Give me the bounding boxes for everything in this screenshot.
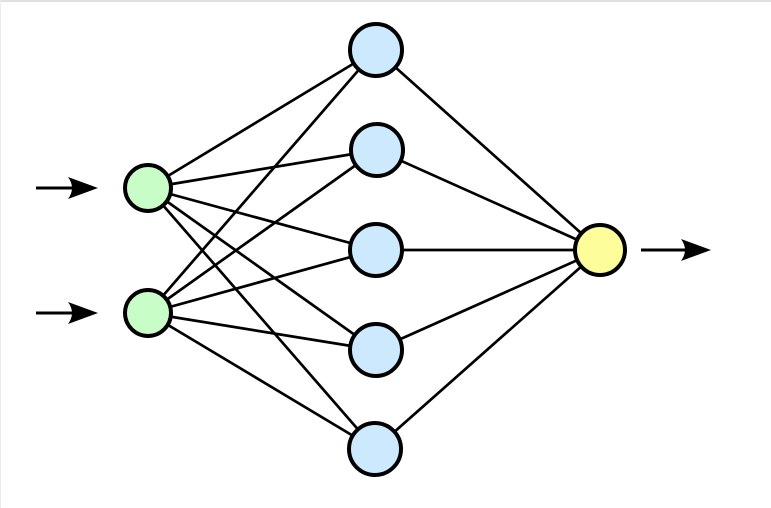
- edge-h4-out1: [375, 248, 601, 352]
- input-arrow-1-icon: [36, 177, 98, 199]
- input-node-1: [123, 163, 173, 213]
- edge-h1-out1: [375, 48, 601, 252]
- hidden-node-3: [348, 222, 404, 278]
- edge-in2-h2: [147, 148, 378, 315]
- edge-in1-h2: [147, 148, 378, 190]
- arrow-head: [68, 177, 98, 199]
- edge-h5-out1: [374, 248, 601, 451]
- input-node-2: [123, 288, 173, 338]
- hidden-node-2: [349, 122, 405, 178]
- edge-h2-out1: [376, 148, 601, 252]
- arrow-head: [68, 302, 98, 324]
- edge-in1-h4: [147, 186, 377, 352]
- output-node-1: [573, 223, 627, 277]
- edge-in1-h1: [147, 48, 377, 190]
- hidden-node-4: [348, 322, 404, 378]
- hidden-node-1: [348, 22, 404, 78]
- arrow-head: [681, 239, 711, 261]
- input-arrow-2-icon: [36, 302, 98, 324]
- edge-in2-h3: [147, 248, 377, 315]
- edge-in1-h5: [146, 187, 377, 450]
- hidden-node-5: [347, 421, 403, 477]
- edge-in2-h5: [147, 311, 376, 451]
- window-left-edge: [0, 0, 1, 508]
- edge-in2-h1: [146, 49, 378, 314]
- edge-in2-h4: [147, 311, 377, 352]
- output-arrow-icon: [641, 239, 711, 261]
- edge-in1-h3: [147, 186, 377, 252]
- window-top-edge: [0, 0, 771, 2]
